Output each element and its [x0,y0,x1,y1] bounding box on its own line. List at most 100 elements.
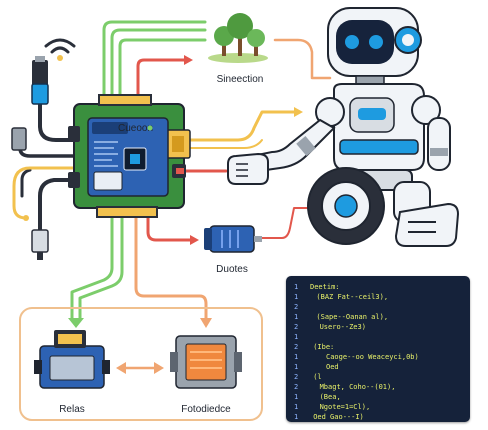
board-chip-label: Cueoon [118,123,153,134]
robot-foot [394,202,460,247]
robot-visor [336,20,394,64]
left-port-1 [68,126,80,142]
wire-dark-left-3 [20,168,32,198]
code-line-text: Caoge--oo Weaceyci,0b) [326,353,419,361]
robot-elbow-band [296,136,316,156]
tree-crown-2 [227,13,253,39]
code-line-text: (Bea, [319,393,341,401]
left-port-2 [68,172,80,188]
code-line-text: (Sape--Oanan al), [316,313,389,321]
code-line-number: 1 [294,313,299,321]
code-line: 2 (Ibe: [286,342,470,353]
relay-module: Relas [34,330,110,415]
module-label-plate [92,122,128,134]
power-module-pins [172,136,184,152]
yellow-wire-end [23,215,29,221]
code-line-text: (l [313,373,322,381]
wire-yellow-robot-2 [189,139,263,149]
antenna-plug [32,60,48,88]
wire-yellow-robot-1 [188,110,298,142]
white-module [93,171,123,191]
arrowhead-right-actuator [154,362,164,374]
arrowhead-green-relay [68,318,84,328]
motor-body [209,225,255,253]
red-connector-lead [176,168,184,174]
relay-side-left [34,360,42,374]
wire-red-motor [146,204,192,242]
arrowhead-yellow-robot [294,107,303,117]
code-line: 2(l [286,372,470,383]
wire-dark-antenna [38,102,78,142]
env-label: Sineection [217,74,264,85]
code-line-number: 2 [294,323,299,331]
arrowhead-left-relay [116,362,126,374]
wifi-icon [44,38,76,54]
code-line-number: 1 [294,403,299,411]
connector-plug-left [11,127,27,151]
actuator-tab-right [234,352,242,372]
robot-ear-inner [402,34,414,46]
left-connectors [11,127,49,260]
wire-green-top-1 [110,28,207,114]
relay-top-pins [58,334,82,344]
motor-endcap [204,228,212,250]
wire-green-top-2 [118,38,207,114]
code-line-text: Oed [326,363,339,371]
dc-motor: Duotes [204,225,262,275]
code-line: 1(BAZ Fat--ceil3), [286,292,470,303]
motor-label: Duotes [216,264,248,275]
connector-plug-bottom-pin [37,252,43,260]
robot-hand [227,152,269,185]
robot-eye-left [345,35,359,49]
wire-peach-actuator [134,204,208,322]
robot-chest-light [358,108,386,120]
robot-belt [339,139,419,155]
wire-green-relay-1 [70,204,114,322]
robot-arm-right-band [430,148,448,156]
code-line-number: 1 [294,283,299,291]
code-line-number: 1 [294,293,299,301]
actuator-module: Fotodiedce [170,335,242,415]
tree-trunk-3 [254,44,258,56]
code-line-number: 2 [294,343,299,351]
code-line-number: 1 [294,363,299,371]
robot-wheel-hub [334,194,358,218]
code-line: 1 (Sape--Oanan al), [286,312,470,323]
actuator-tab-left [170,352,178,372]
wire-dark-left-2 [38,178,78,234]
code-line-number: 1 [294,413,299,421]
code-line: 1 Oed [286,362,470,373]
robot-foot-claws [408,221,436,233]
code-line-text: Mbagt, Coho--(01), [319,383,396,391]
relay-label: Relas [59,404,85,415]
arrowhead-red-top [184,55,193,65]
robot-shoulder-right [411,95,441,125]
code-line: 1 [286,332,470,343]
status-led [147,125,153,131]
relay-side-right [102,360,110,374]
arrowhead-peach-actuator [200,318,212,328]
microcontroller-board: Cueoon [68,94,191,218]
wire-yellow-left [12,166,78,220]
code-line-number: 1 [294,393,299,401]
module-traces [94,141,118,167]
tree-crown-3 [247,29,265,47]
wire-red-motor-robot [261,207,313,239]
code-line: 2 [286,302,470,313]
code-line: 1 Deetim: [286,282,470,293]
arrowhead-red-motor [190,235,199,245]
antenna-plug-tip [35,56,45,62]
actuator-stripes [190,351,222,369]
code-line-text: Deetim: [310,283,340,291]
output-devices-frame [19,307,263,421]
actuator-core [185,343,227,381]
robot-arm-right [427,117,451,171]
wire-green-top-3 [102,20,207,114]
code-line-text: (Ibe: [313,343,335,351]
code-line-number: 2 [294,303,299,311]
actuator-label: Fotodiedce [181,404,231,415]
cpu-chip-core [130,154,140,164]
